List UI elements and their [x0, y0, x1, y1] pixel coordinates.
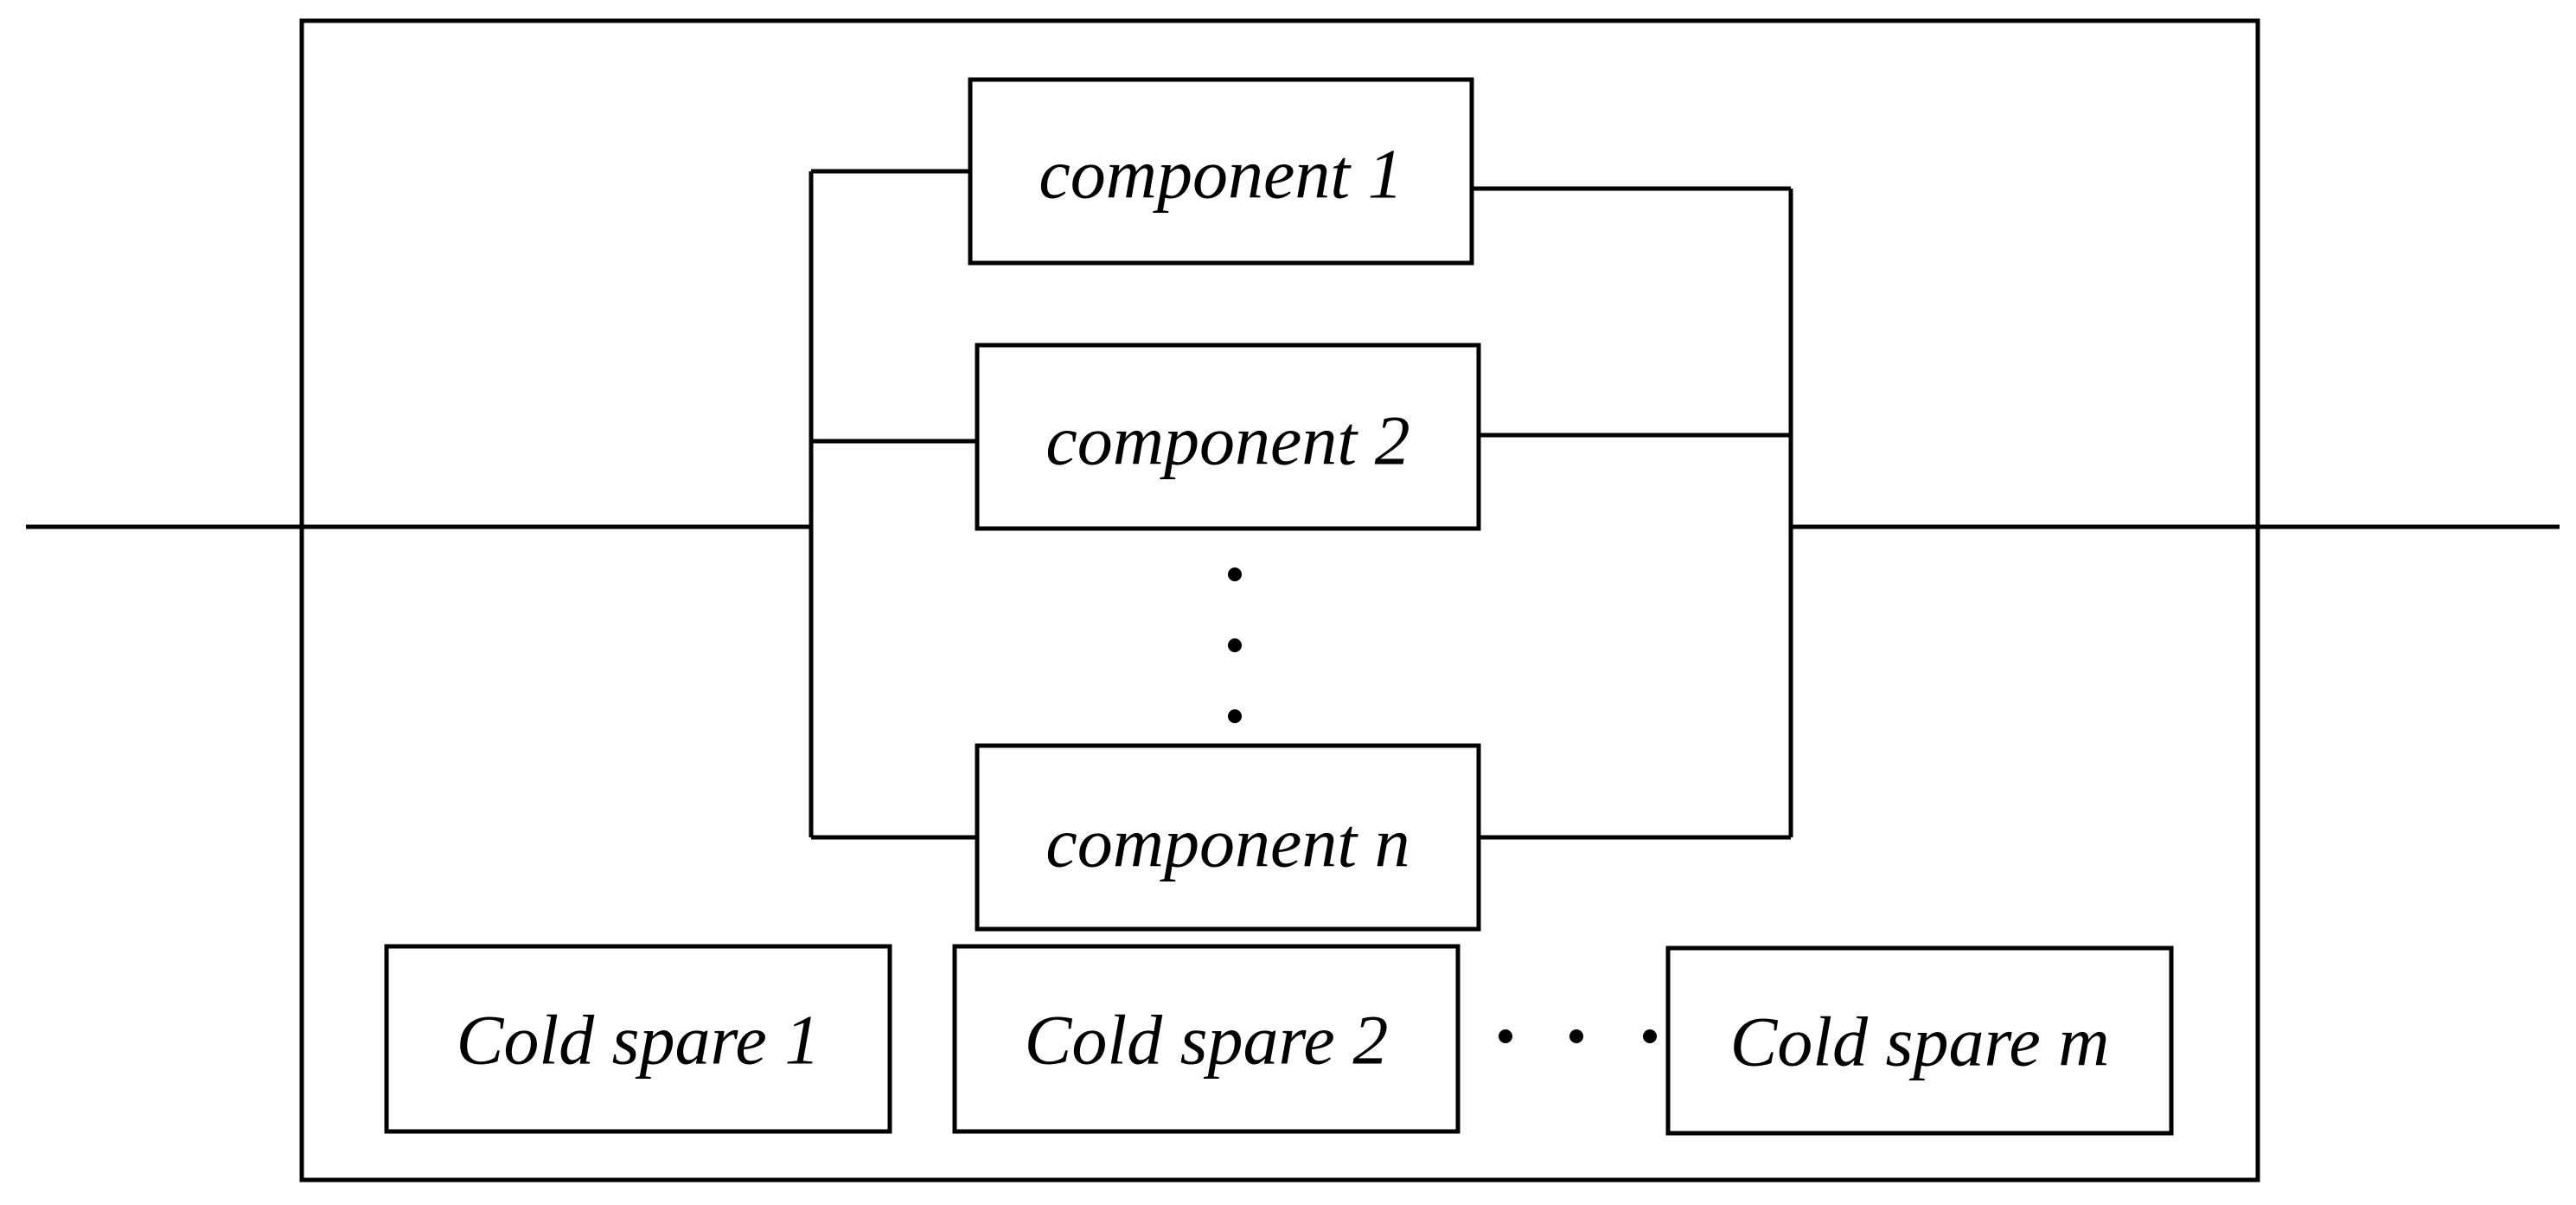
component-block-1: component 1: [968, 77, 1474, 266]
component-label: component 1: [1039, 135, 1403, 214]
horizontal-ellipsis: [1499, 1029, 1657, 1043]
cold-spare-label: Cold spare 1: [457, 1001, 821, 1080]
cold-spare-label: Cold spare m: [1730, 1003, 2110, 1081]
cold-spare-block-1: Cold spare 1: [384, 944, 892, 1134]
vertical-ellipsis: [1228, 567, 1242, 723]
component-block-n: component n: [975, 743, 1481, 932]
cold-spare-label: Cold spare 2: [1025, 1001, 1389, 1080]
cold-spare-block-m: Cold spare m: [1665, 945, 2174, 1136]
component-label: component 2: [1045, 401, 1409, 480]
component-label: component n: [1045, 804, 1409, 882]
component-block-2: component 2: [975, 343, 1481, 531]
system-frame: [299, 18, 2260, 1183]
cold-spare-block-2: Cold spare 2: [952, 944, 1461, 1134]
